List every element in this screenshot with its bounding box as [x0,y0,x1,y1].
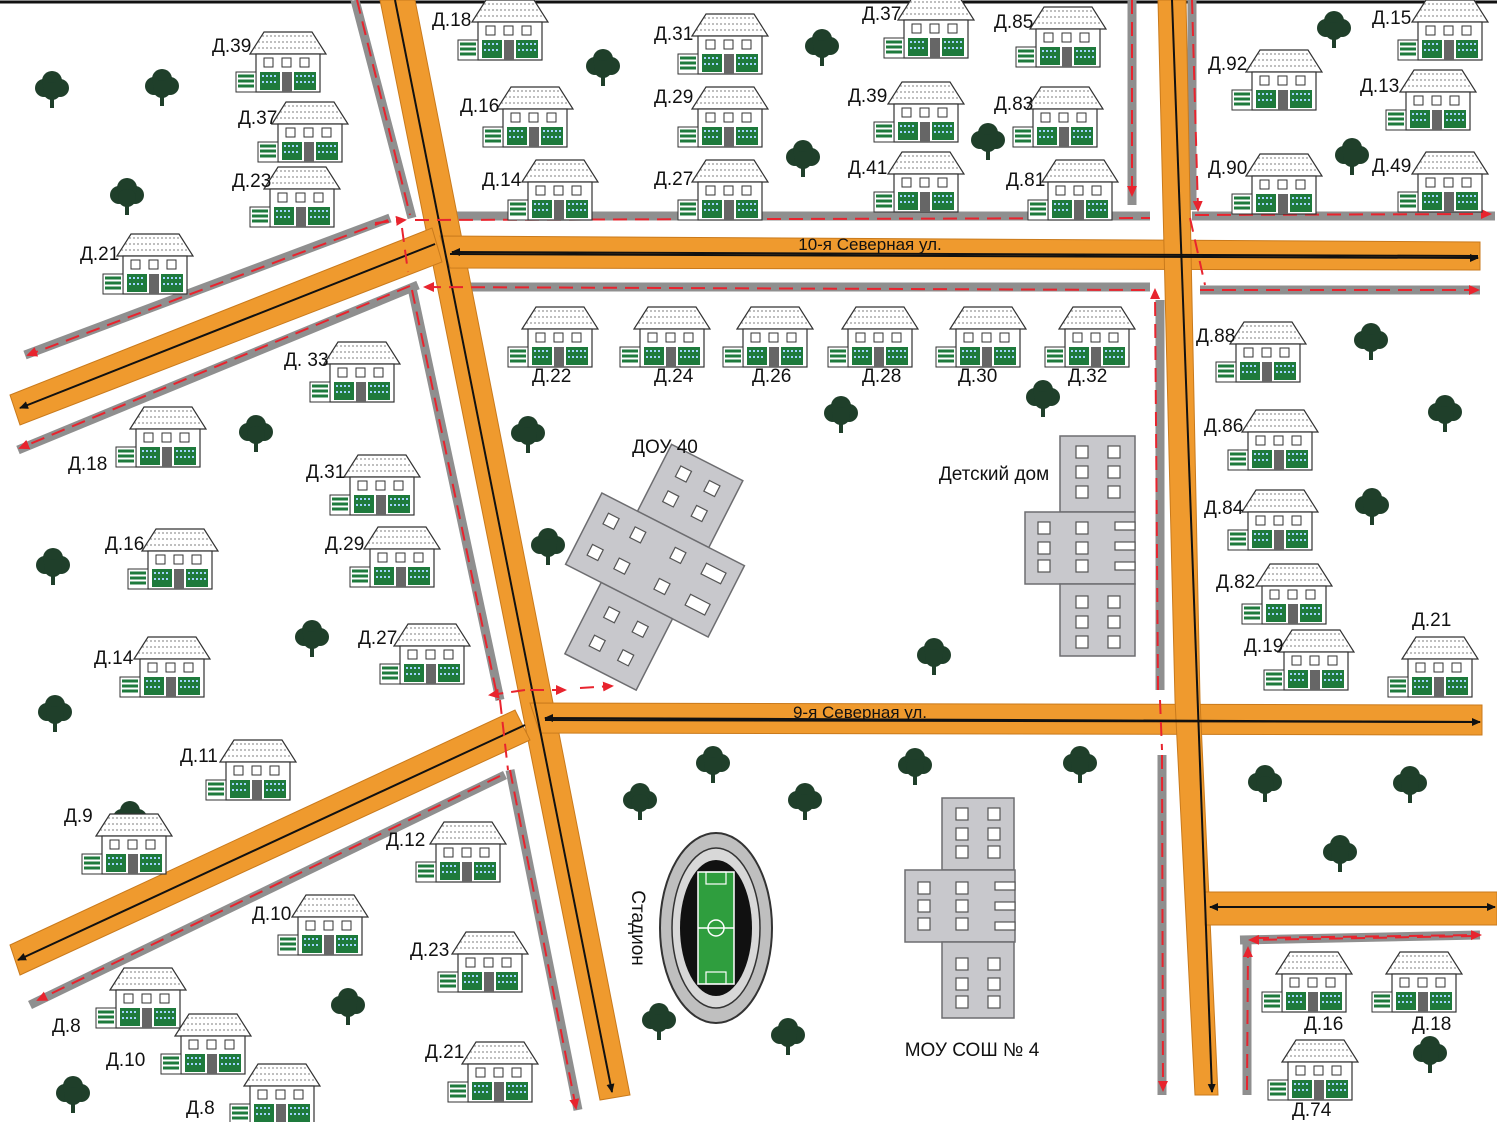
house-label: Д.28 [862,366,901,387]
house-label: Д.21 [80,244,119,265]
house-label: Д.83 [994,94,1033,115]
house-label: Д.16 [105,534,144,555]
house-label: Д.11 [180,746,218,767]
house-label: Д.14 [482,170,522,191]
house-label: Д.13 [1360,76,1399,97]
house-label: Д.19 [1244,636,1283,657]
kindergarten-building [563,443,746,692]
house-label: Д.10 [252,904,291,925]
house-label: Д.90 [1208,158,1247,179]
house-label: Д.74 [1292,1100,1332,1121]
house-label: Д.14 [94,648,134,669]
house-label: Д.21 [1412,610,1451,631]
house-label: Д.10 [106,1050,145,1071]
house-label: Д.24 [654,366,694,387]
house-label: Д.30 [958,366,997,387]
house-labels: Д.39 Д.37 Д.23 Д.21 Д. 33 Д.18 Д.31 Д.16… [52,4,1451,1121]
house-label: Д.84 [1204,498,1244,519]
house-label: Д.82 [1216,572,1255,593]
house-label: Д.23 [410,940,449,961]
street-label-north: 10-я Северная ул. [798,235,942,254]
house-label: Д.37 [862,4,901,25]
house-label: Д.9 [64,806,93,827]
street-label-south: 9-я Северная ул. [793,703,927,722]
house-label: Д.85 [994,12,1033,33]
house-label: Д.86 [1204,416,1243,437]
house-label: Д.26 [752,366,791,387]
stadium-label: Стадион [627,890,648,966]
house-label: Д.49 [1372,156,1411,177]
house-label: Д. 33 [284,350,329,371]
house-label: Д.29 [654,87,693,108]
house-label: Д.16 [460,96,499,117]
stadium [659,832,773,1024]
house-label: Д.12 [386,830,425,851]
house-label: Д.27 [654,169,693,190]
house-label: Д.16 [1304,1014,1343,1035]
house-label: Д.32 [1068,366,1107,387]
house-label: Д.15 [1372,8,1411,29]
house-label: Д.29 [325,534,364,555]
house-label: Д.39 [848,86,887,107]
house-label: Д.18 [1412,1014,1451,1035]
house-label: Д.88 [1196,326,1235,347]
house-label: Д.39 [212,36,251,57]
house-label: Д.18 [432,10,471,31]
house-label: Д.81 [1006,170,1045,191]
school-label: МОУ СОШ № 4 [905,1040,1040,1061]
house-label: Д.22 [532,366,571,387]
house-label: Д.8 [186,1098,215,1119]
school-building [904,797,1016,1019]
house-label: Д.23 [232,171,271,192]
house-label: Д.31 [654,24,693,45]
kindergarten-label: ДОУ 40 [632,437,698,458]
orphanage-label: Детский дом [939,464,1049,485]
traffic-lines [17,0,1496,1093]
house-label: Д.37 [238,108,277,129]
house-label: Д.18 [68,454,107,475]
house-label: Д.27 [358,628,397,649]
house-label: Д.92 [1208,54,1247,75]
house-label: Д.41 [848,158,887,179]
house-label: Д.31 [306,462,345,483]
orphanage-building [1024,435,1136,657]
house-label: Д.21 [425,1042,464,1063]
house-label: Д.8 [52,1016,81,1037]
